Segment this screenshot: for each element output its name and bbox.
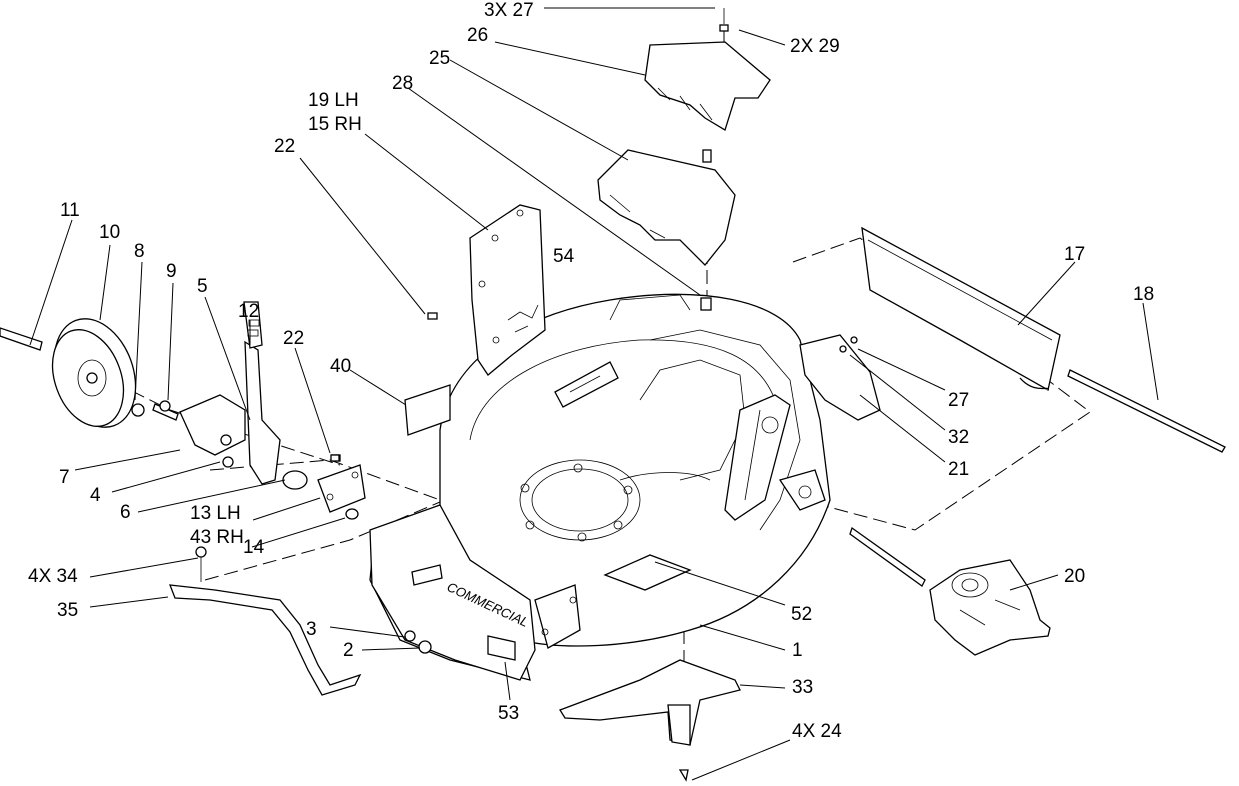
height-adjust-rod — [169, 546, 362, 696]
callout-33: 33 — [792, 677, 813, 698]
callout-27: 27 — [948, 390, 969, 411]
callout-9: 9 — [166, 261, 177, 282]
callout-18: 18 — [1133, 284, 1154, 305]
callout-4x24: 4X 24 — [792, 721, 842, 742]
callout-4: 4 — [90, 485, 101, 506]
callout-22-mid: 22 — [283, 328, 304, 349]
callout-12: 12 — [238, 301, 259, 322]
callout-53: 53 — [498, 703, 519, 724]
callout-3x27: 3X 27 — [484, 0, 534, 21]
callout-43rh: 43 RH — [190, 527, 244, 548]
leader-lines — [29, 7, 1159, 781]
callout-13lh: 13 LH — [190, 503, 241, 524]
callout-15rh: 15 RH — [308, 114, 362, 135]
callout-28: 28 — [392, 73, 413, 94]
callout-40: 40 — [330, 356, 351, 377]
callout-35: 35 — [57, 600, 78, 621]
callout-8: 8 — [134, 241, 145, 262]
callout-52: 52 — [791, 604, 812, 625]
callout-25: 25 — [429, 48, 450, 69]
transmission — [849, 526, 1051, 656]
rear-baffle — [559, 659, 741, 782]
callout-labels: 3X 27 26 2X 29 25 28 19 LH 15 RH 22 11 1… — [28, 0, 1154, 742]
bag-frame — [861, 226, 1226, 453]
callout-14: 14 — [243, 537, 265, 558]
callout-7: 7 — [59, 467, 70, 488]
callout-1: 1 — [792, 640, 803, 661]
callout-22-top: 22 — [274, 136, 295, 157]
callout-21: 21 — [948, 459, 969, 480]
top-covers — [597, 8, 771, 311]
wheel-assembly — [0, 301, 366, 520]
callout-20: 20 — [1064, 566, 1085, 587]
callout-54: 54 — [553, 246, 575, 267]
callout-32: 32 — [948, 427, 969, 448]
side-cover — [799, 334, 881, 421]
mower-deck: COMMERCIAL — [369, 293, 831, 681]
callout-10: 10 — [99, 222, 120, 243]
callout-3: 3 — [306, 619, 317, 640]
callout-2x29: 2X 29 — [790, 36, 840, 57]
height-adjust-plate — [427, 204, 546, 376]
callout-17: 17 — [1064, 244, 1085, 265]
callout-5: 5 — [197, 276, 208, 297]
callout-11: 11 — [60, 200, 80, 221]
hardware — [330, 384, 451, 654]
callout-2: 2 — [343, 640, 354, 661]
callout-19lh: 19 LH — [308, 90, 359, 111]
callout-26: 26 — [467, 25, 488, 46]
callout-4x34: 4X 34 — [28, 566, 78, 587]
callout-6: 6 — [120, 502, 131, 523]
